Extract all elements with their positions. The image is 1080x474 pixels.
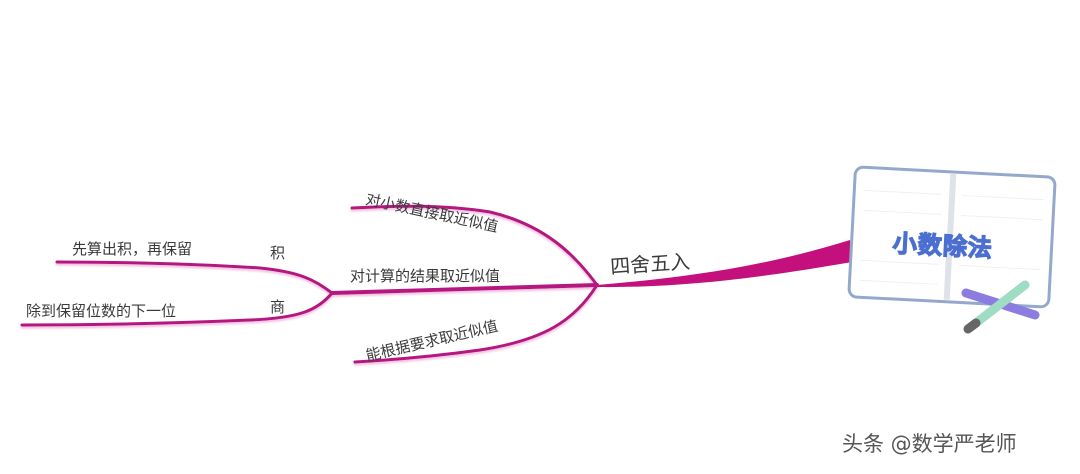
product-detail[interactable]: 先算出积，再保留	[72, 240, 193, 258]
product-label[interactable]: 积	[270, 244, 286, 262]
branch-line-direct	[350, 204, 599, 287]
book-image	[847, 165, 1057, 309]
main-branch-label[interactable]: 四舍五入	[609, 249, 691, 279]
branch-line-product	[55, 260, 334, 295]
branch-line-quotient	[20, 291, 334, 327]
branch-line-computed	[330, 283, 599, 295]
branch-label-computed[interactable]: 对计算的结果取近似值	[350, 267, 501, 285]
watermark: 头条 @数学严老师	[842, 432, 1017, 456]
quotient-detail[interactable]: 除到保留位数的下一位	[26, 302, 177, 320]
central-topic[interactable]: 小数除法	[892, 229, 995, 263]
quotient-label[interactable]: 商	[270, 298, 286, 316]
main-branch-line	[597, 240, 852, 288]
pencil-icon	[961, 280, 1040, 334]
branch-line-required	[353, 283, 599, 364]
